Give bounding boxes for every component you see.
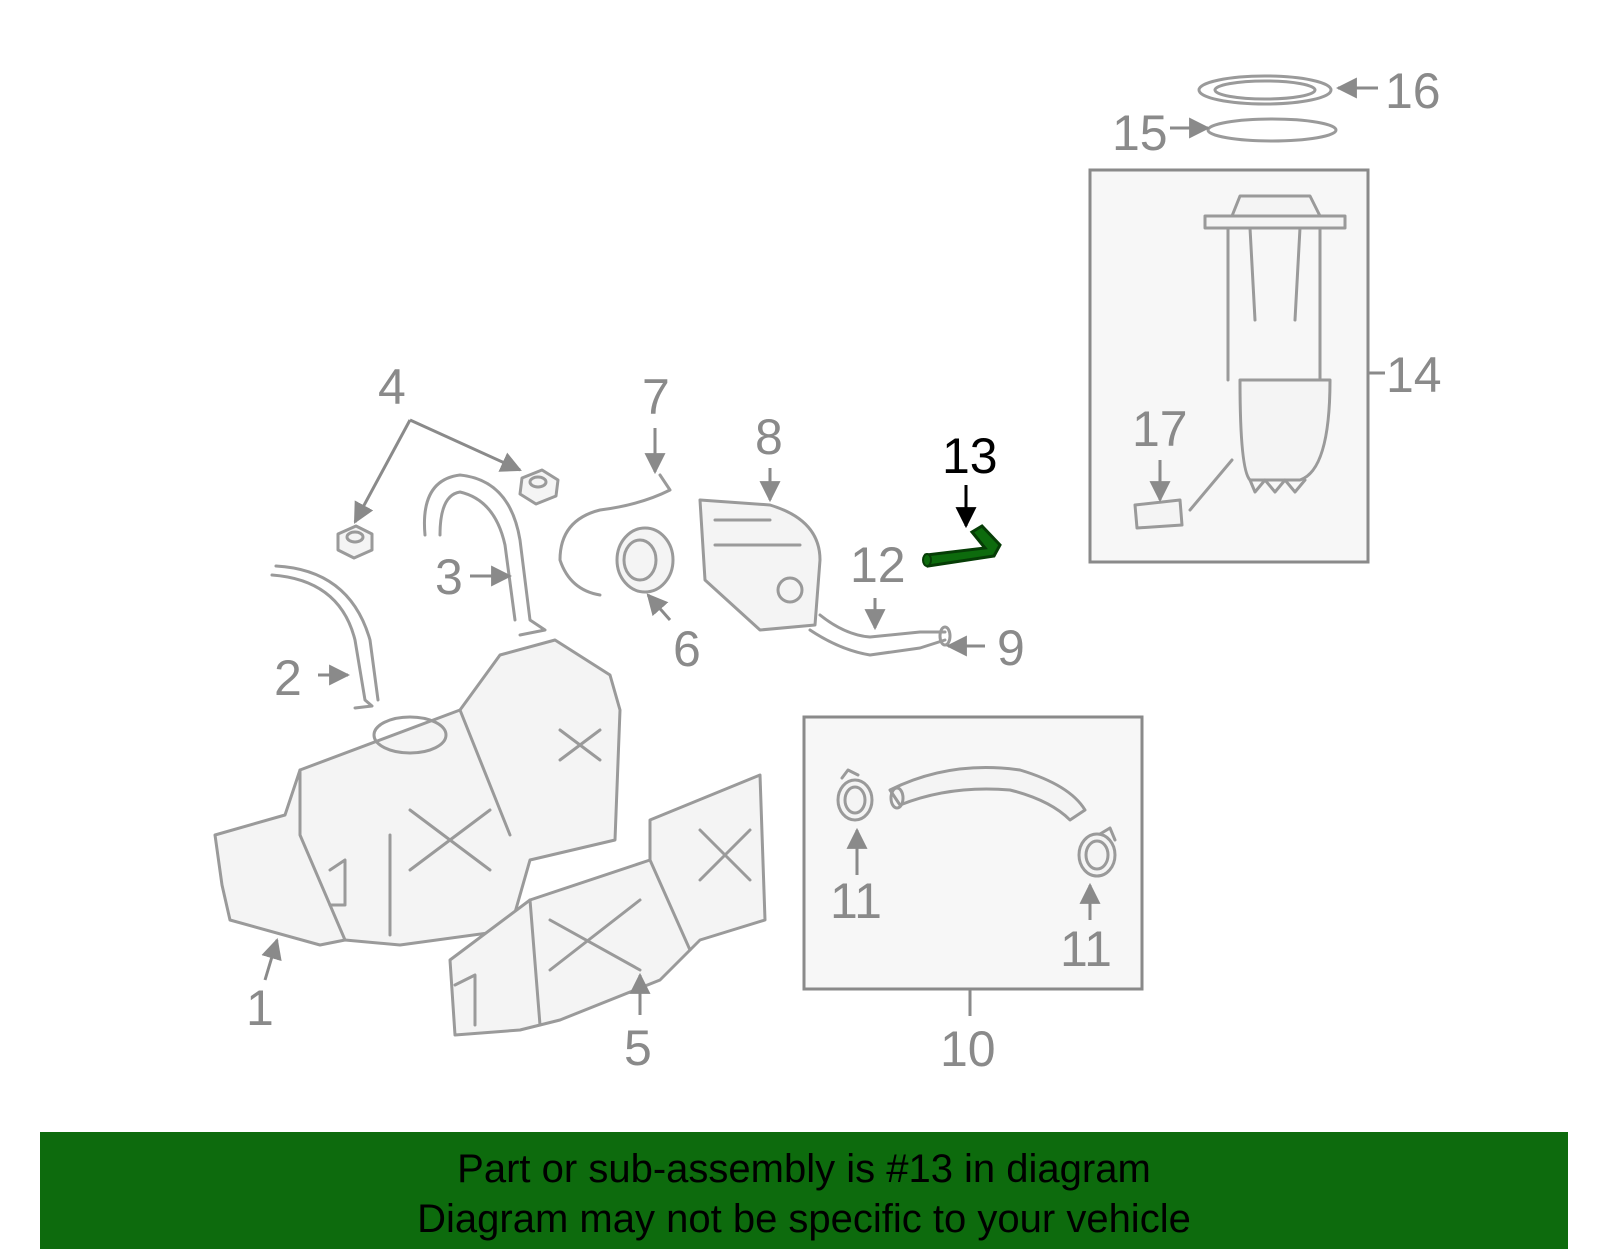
- callout-1: 1: [246, 980, 274, 1036]
- part-11-clamp-a: [836, 768, 874, 822]
- part-1-fuel-tank: [213, 638, 622, 947]
- callout-10: 10: [940, 1021, 996, 1077]
- part-5-shield: [448, 773, 767, 1037]
- part-10-hose: [888, 766, 1087, 822]
- banner-line-2: Diagram may not be specific to your vehi…: [417, 1197, 1191, 1241]
- part-11-clamp-b: [1077, 826, 1117, 878]
- callout-14: 14: [1386, 347, 1442, 403]
- callout-3: 3: [435, 549, 463, 605]
- callout-16: 16: [1385, 63, 1441, 119]
- callout-7: 7: [642, 369, 670, 425]
- callout-4: 4: [378, 359, 406, 415]
- part-8-filler-housing: [698, 498, 822, 632]
- callout-15: 15: [1112, 105, 1168, 161]
- callout-12: 12: [850, 537, 906, 593]
- leader-6: [646, 593, 672, 621]
- info-banner: Part or sub-assembly is #13 in diagram D…: [40, 1132, 1568, 1249]
- callout-13[interactable]: 13: [942, 428, 998, 484]
- leader-4b: [353, 419, 412, 524]
- part-3-strap: [422, 473, 547, 637]
- leader-1: [261, 937, 282, 981]
- callout-11a: 11: [830, 873, 882, 929]
- part-15-seal: [1206, 117, 1338, 143]
- part-4-nut-a: [518, 468, 560, 506]
- callout-2: 2: [274, 650, 302, 706]
- part-9-fill-tube: [808, 613, 952, 657]
- part-16-ring: [1197, 74, 1333, 106]
- part-7-wire: [558, 473, 672, 597]
- part-4-nut-b: [336, 524, 374, 560]
- part-13-hose: [922, 524, 1002, 568]
- leader-4a: [409, 418, 522, 472]
- callout-5: 5: [624, 1020, 652, 1076]
- callout-8: 8: [755, 409, 783, 465]
- part-2-strap: [270, 564, 380, 710]
- callout-9: 9: [997, 620, 1025, 676]
- callout-11b: 11: [1060, 921, 1112, 977]
- banner-line-1: Part or sub-assembly is #13 in diagram: [457, 1147, 1151, 1191]
- callout-6: 6: [673, 621, 701, 677]
- callout-17: 17: [1132, 401, 1188, 457]
- part-6-filler-ring: [615, 526, 675, 594]
